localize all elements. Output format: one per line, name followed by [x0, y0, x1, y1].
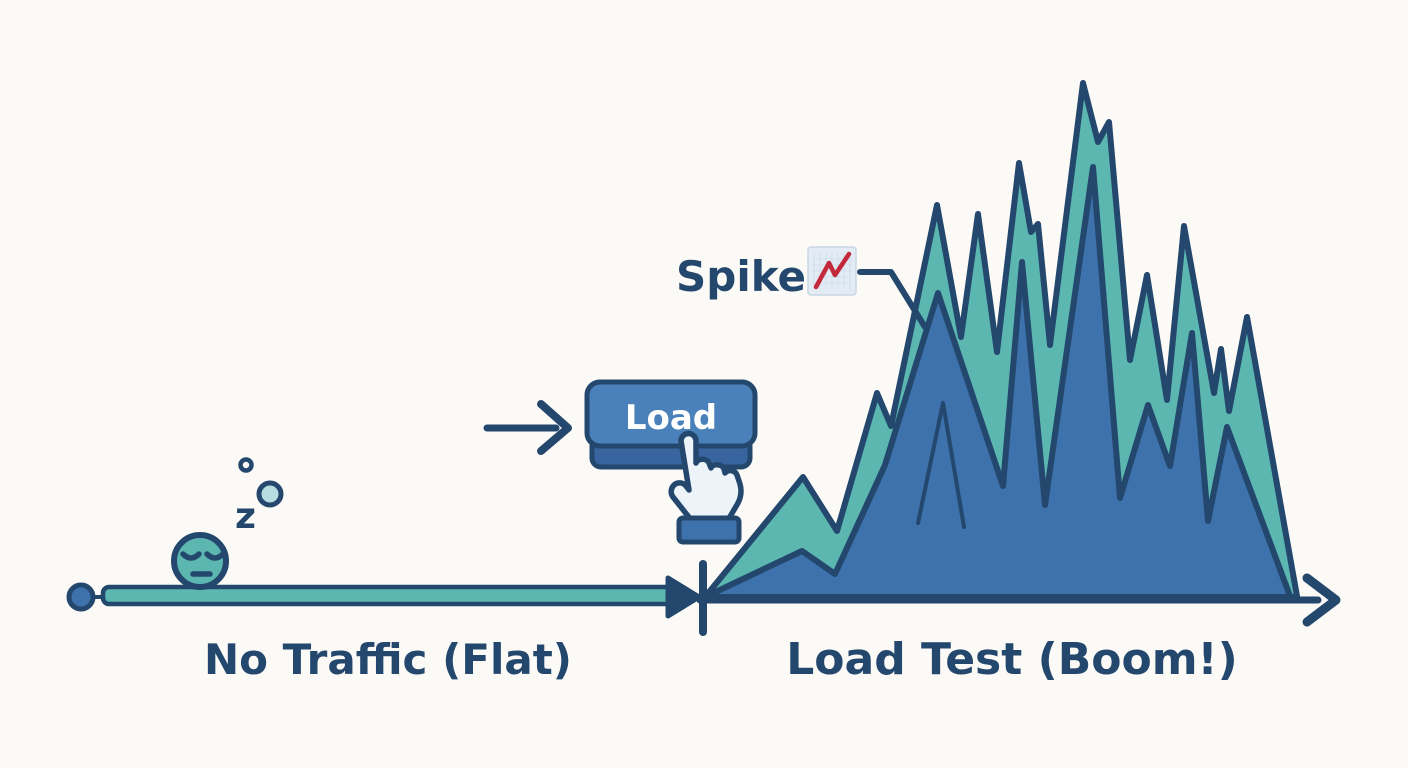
cursor-hand-icon — [668, 430, 744, 545]
closed-eye-right — [204, 551, 226, 561]
chart-increasing-icon — [807, 246, 857, 296]
axis-arrowhead-icon — [1302, 573, 1341, 627]
face-circle — [171, 532, 229, 590]
flat-line-band — [100, 584, 679, 607]
closed-eye-left — [180, 551, 202, 561]
sleep-z-letter: z — [235, 496, 256, 537]
flat-line-arrowhead-icon — [665, 575, 702, 619]
spike-annotation: Spike — [676, 246, 928, 330]
sleep-bubble-large — [256, 480, 284, 508]
sleeping-face-icon: z — [171, 457, 284, 590]
flat-traffic-line — [66, 575, 702, 619]
inner-peak-mark — [916, 401, 966, 529]
blue-spike-area — [702, 164, 1293, 600]
spike-leader-line — [857, 269, 928, 330]
spike-label: Spike — [676, 252, 806, 301]
sleep-bubble-small — [238, 457, 254, 473]
cursor-hand-cuff — [676, 515, 742, 545]
arrow-to-button-icon — [483, 400, 572, 455]
start-point-dot — [66, 582, 96, 612]
x-axis — [696, 560, 1341, 636]
load-button-label: Load — [625, 398, 717, 438]
load-button-face[interactable] — [584, 379, 758, 449]
left-phase-caption: No Traffic (Flat) — [204, 635, 572, 684]
right-phase-caption: Load Test (Boom!) — [786, 634, 1237, 685]
load-button[interactable]: Load — [584, 379, 758, 470]
